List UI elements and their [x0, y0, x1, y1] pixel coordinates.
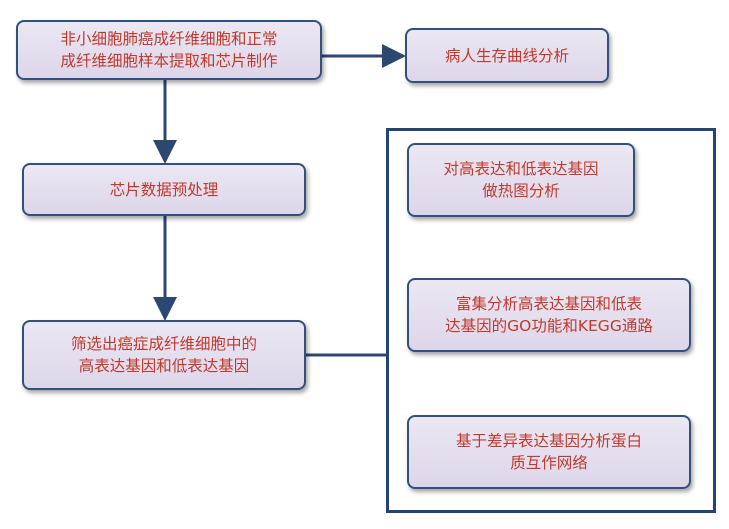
node-preprocessing: 芯片数据预处理: [22, 163, 306, 216]
analysis-group-frame: [386, 128, 716, 513]
node-ppi-network-line1: 基于差异表达基因分析蛋白: [455, 432, 642, 450]
node-preprocessing-line1: 芯片数据预处理: [109, 180, 219, 199]
node-sample-extraction: 非小细胞肺癌成纤维细胞和正常 成纤维细胞样本提取和芯片制作: [16, 20, 322, 80]
node-enrichment: 富集分析高表达基因和低表 达基因的GO功能和KEGG通路: [407, 278, 691, 352]
node-ppi-network-line2: 质互作网络: [510, 454, 588, 472]
node-sample-extraction-line2: 成纤维细胞样本提取和芯片制作: [60, 52, 278, 70]
node-survival-curve-line1: 病人生存曲线分析: [444, 46, 569, 65]
node-sample-extraction-line1: 非小细胞肺癌成纤维细胞和正常: [60, 30, 278, 48]
node-ppi-network: 基于差异表达基因分析蛋白 质互作网络: [407, 415, 691, 489]
node-gene-screening-line2: 高表达基因和低表达基因: [78, 357, 250, 375]
node-enrichment-line2: 达基因的GO功能和KEGG通路: [445, 317, 653, 335]
node-gene-screening: 筛选出癌症成纤维细胞中的 高表达基因和低表达基因: [22, 320, 306, 390]
node-enrichment-line1: 富集分析高表达基因和低表: [455, 295, 642, 313]
node-heatmap-line1: 对高表达和低表达基因: [443, 160, 599, 178]
node-gene-screening-line1: 筛选出癌症成纤维细胞中的: [70, 335, 257, 353]
node-heatmap: 对高表达和低表达基因 做热图分析: [407, 143, 635, 217]
node-survival-curve: 病人生存曲线分析: [405, 28, 609, 83]
node-heatmap-line2: 做热图分析: [482, 182, 560, 200]
